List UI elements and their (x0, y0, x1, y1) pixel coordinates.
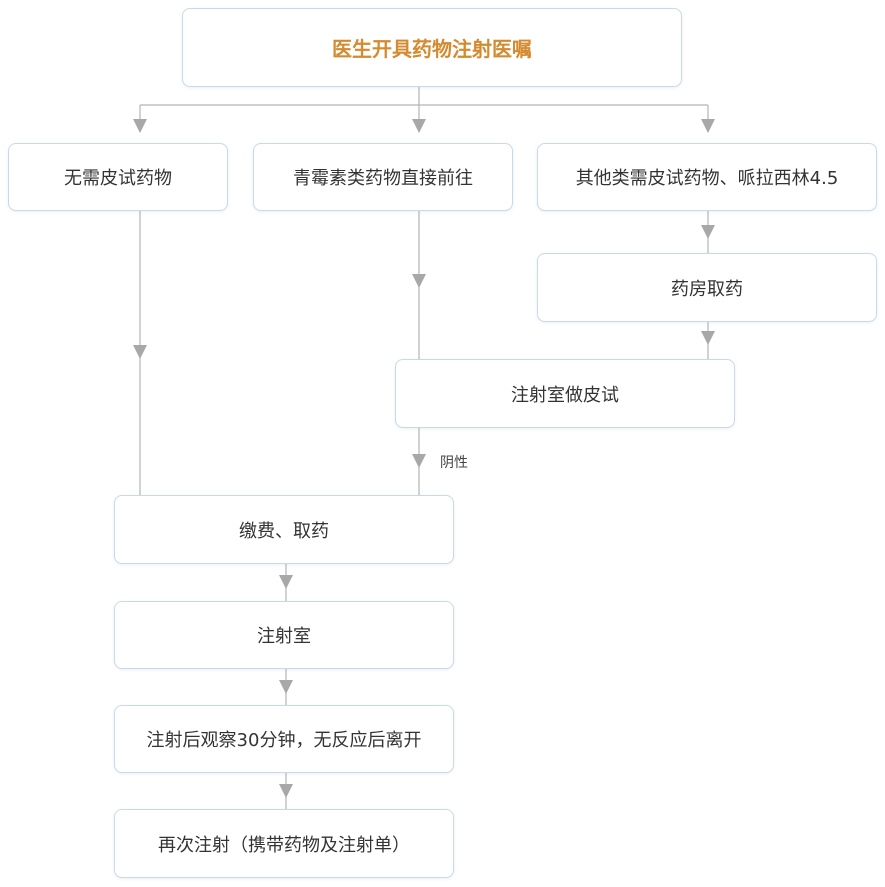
arrow-down-icon (133, 119, 147, 133)
arrow-down-icon (133, 345, 147, 359)
arrow-down-icon (701, 119, 715, 133)
node-doctor-order: 医生开具药物注射医嘱 (182, 8, 682, 87)
node-pharmacy-pickup: 药房取药 (537, 253, 877, 322)
arrow-down-icon (412, 454, 426, 468)
connector-title-branch (139, 87, 709, 132)
arrow-down-icon (279, 784, 293, 798)
node-no-skin-test-drugs: 无需皮试药物 (8, 143, 228, 211)
arrow-down-icon (279, 680, 293, 694)
node-other-skin-test-drugs: 其他类需皮试药物、哌拉西林4.5 (537, 143, 877, 211)
arrow-down-icon (279, 575, 293, 589)
node-next-injection: 再次注射（携带药物及注射单） (114, 809, 454, 878)
node-penicillin-direct: 青霉素类药物直接前往 (253, 143, 513, 211)
node-pay-and-pickup: 缴费、取药 (114, 495, 454, 564)
node-observe-30-min: 注射后观察30分钟，无反应后离开 (114, 705, 454, 773)
arrow-down-icon (412, 119, 426, 133)
arrow-down-icon (701, 225, 715, 239)
arrow-down-icon (412, 274, 426, 288)
node-injection-room: 注射室 (114, 601, 454, 669)
edge-label-negative: 阴性 (440, 455, 468, 471)
arrow-down-icon (701, 331, 715, 345)
node-skin-test-room: 注射室做皮试 (395, 359, 735, 428)
